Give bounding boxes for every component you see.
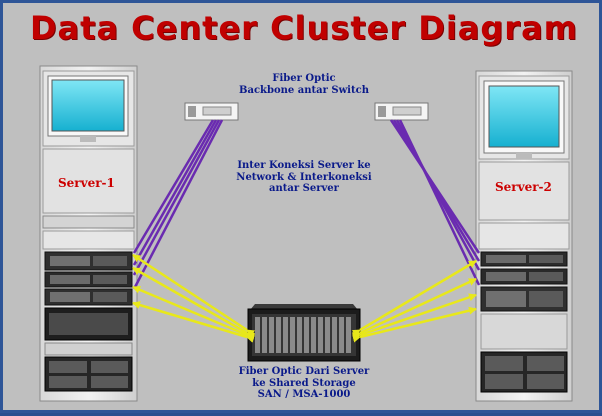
storage-label-line: ke Shared Storage xyxy=(252,377,356,389)
switch-right xyxy=(374,102,429,121)
backbone-label: Fiber Optic Backbone antar Switch xyxy=(229,73,379,96)
interconnect-label-line: antar Server xyxy=(269,183,339,194)
server-1-label: Server-1 xyxy=(58,176,115,190)
switch-left xyxy=(184,102,239,121)
server-1-units xyxy=(44,251,133,392)
storage-label-line: SAN / MSA-1000 xyxy=(257,389,351,400)
backbone-label-line: Backbone antar Switch xyxy=(239,84,369,96)
diagram-graphics xyxy=(39,65,573,402)
storage-label-line: Fiber Optic Dari Server xyxy=(238,366,370,377)
fiber-links xyxy=(132,253,477,343)
server-2-label: Server-2 xyxy=(495,180,552,194)
interconnect-label-line: Network & Interkoneksi xyxy=(236,171,372,183)
storage-label: Fiber Optic Dari Server ke Shared Storag… xyxy=(224,366,384,401)
backbone-label-line: Fiber Optic xyxy=(272,73,336,84)
interconnect-label: Inter Koneksi Server ke Network & Interk… xyxy=(219,160,389,195)
server-1-rack xyxy=(39,65,138,402)
server-2-units xyxy=(480,251,568,393)
diagram-title: Data Center Cluster Diagram xyxy=(29,9,579,47)
server-1-monitor xyxy=(47,75,129,142)
network-links xyxy=(132,119,481,290)
interconnect-label-line: Inter Koneksi Server ke xyxy=(237,160,371,171)
server-2-rack xyxy=(475,70,573,402)
shared-storage-san xyxy=(247,304,361,362)
server-2-monitor xyxy=(483,80,565,159)
